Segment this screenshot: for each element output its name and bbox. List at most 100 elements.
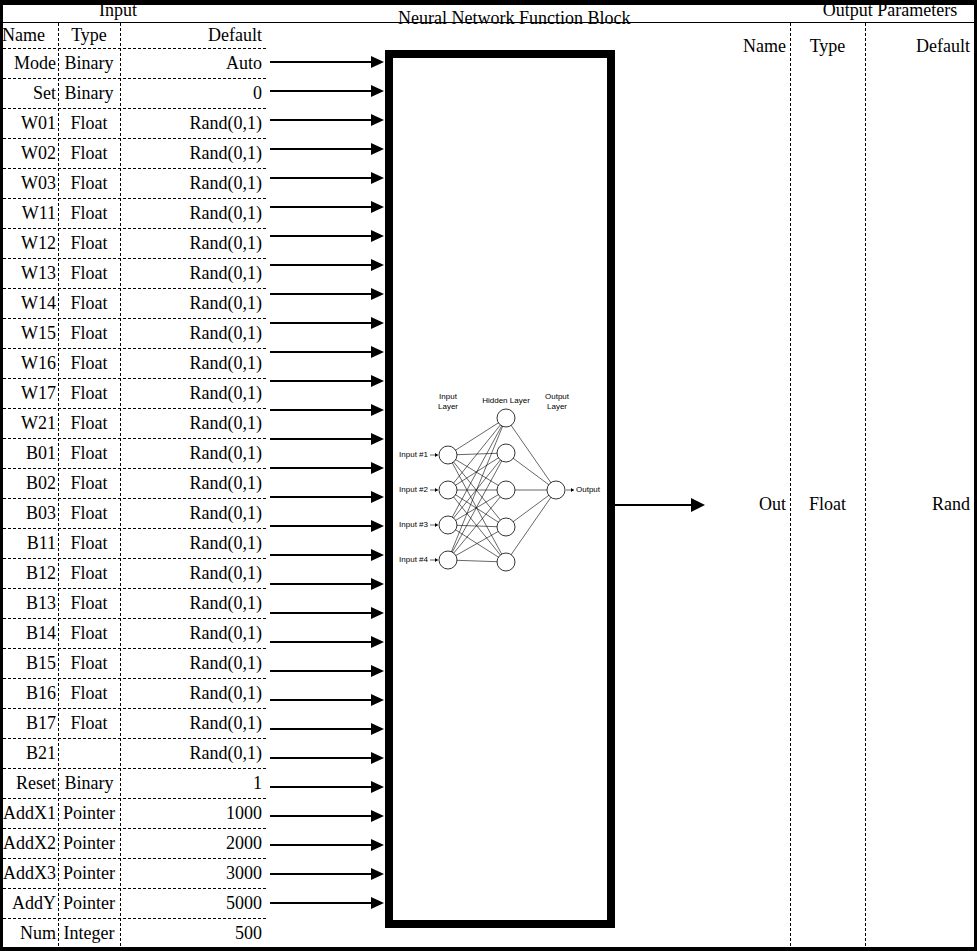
arrowhead	[371, 143, 384, 155]
arrowhead	[371, 839, 384, 851]
table-grid-line	[3, 648, 266, 649]
parameter-default: Rand(0,1)	[120, 473, 262, 494]
parameter-default: Rand(0,1)	[120, 413, 262, 434]
parameter-name: B11	[2, 533, 56, 554]
input-label: Input #2	[394, 485, 428, 495]
input-arrow	[270, 699, 373, 701]
arrowhead	[371, 404, 384, 416]
parameter-type: Float	[58, 623, 120, 644]
parameter-default: 2000	[120, 833, 262, 854]
input-arrow	[270, 119, 373, 121]
parameter-default: 3000	[120, 863, 262, 884]
arrowhead	[371, 636, 384, 648]
neuron	[497, 553, 515, 571]
parameter-default: Rand(0,1)	[120, 593, 262, 614]
arrowhead	[371, 85, 384, 97]
parameter-default: Rand(0,1)	[120, 713, 262, 734]
parameter-name: B12	[2, 563, 56, 584]
parameter-type: Float	[58, 413, 120, 434]
parameter-type: Pointer	[58, 863, 120, 884]
parameter-type: Float	[58, 293, 120, 314]
table-grid-line	[3, 498, 266, 499]
parameter-default: Auto	[120, 53, 262, 74]
input-arrow	[270, 380, 373, 382]
table-grid-line	[3, 678, 266, 679]
table-grid-line	[790, 23, 791, 947]
parameter-default: Rand(0,1)	[120, 293, 262, 314]
parameter-default: 0	[120, 83, 262, 104]
parameter-default: Rand(0,1)	[120, 173, 262, 194]
parameter-name: Set	[2, 83, 56, 104]
nn-connection	[448, 453, 506, 560]
parameter-type: Float	[58, 173, 120, 194]
neural-network-illustration	[430, 409, 574, 571]
input-arrow	[270, 61, 373, 63]
table-grid-line	[3, 528, 266, 529]
parameter-default: Rand(0,1)	[120, 113, 262, 134]
arrowhead	[435, 558, 438, 562]
arrowhead	[371, 549, 384, 561]
table-grid-line	[3, 588, 266, 589]
input-arrow	[270, 873, 373, 875]
arrowhead	[371, 56, 384, 68]
frame-border	[0, 947, 977, 951]
arrowhead	[371, 491, 384, 503]
layer-label: Hidden Layer	[476, 396, 536, 406]
column-heading: Default	[865, 36, 970, 57]
parameter-name: B17	[2, 713, 56, 734]
arrowhead	[371, 201, 384, 213]
parameter-type: Float	[58, 593, 120, 614]
input-label: Input #3	[394, 520, 428, 530]
parameter-type: Float	[58, 143, 120, 164]
arrowhead	[371, 259, 384, 271]
parameter-default: 1	[120, 773, 262, 794]
neuron	[439, 446, 457, 464]
parameter-name: W12	[2, 233, 56, 254]
parameter-default: Rand(0,1)	[120, 653, 262, 674]
parameter-type: Float	[58, 503, 120, 524]
parameter-default: Rand(0,1)	[120, 263, 262, 284]
arrowhead	[371, 781, 384, 793]
column-heading: Type	[790, 36, 865, 57]
parameter-name: W01	[2, 113, 56, 134]
arrowhead	[371, 433, 384, 445]
arrowhead	[371, 288, 384, 300]
arrowhead	[371, 665, 384, 677]
table-grid-line	[3, 78, 266, 79]
table-grid-line	[3, 198, 266, 199]
parameter-default: Rand(0,1)	[120, 503, 262, 524]
parameter-default: 500	[120, 923, 262, 944]
block-title: Neural Network Function Block	[398, 8, 630, 29]
input-label: Input #1	[394, 450, 428, 460]
arrowhead	[371, 868, 384, 880]
parameter-name: B15	[2, 653, 56, 674]
parameter-type: Float	[58, 203, 120, 224]
parameter-name: W03	[2, 173, 56, 194]
arrowhead	[371, 694, 384, 706]
layer-label: Output Layer	[538, 392, 576, 412]
input-arrow	[270, 293, 373, 295]
parameter-name: Num	[2, 923, 56, 944]
column-heading: Default	[120, 25, 262, 46]
parameter-type: Binary	[58, 83, 120, 104]
parameter-type: Float	[58, 383, 120, 404]
parameter-name: W15	[2, 323, 56, 344]
parameter-name: B02	[2, 473, 56, 494]
parameter-default: Rand(0,1)	[120, 353, 262, 374]
parameter-name: Reset	[2, 773, 56, 794]
neuron	[497, 444, 515, 462]
parameter-name: B13	[2, 593, 56, 614]
parameter-name: Mode	[2, 53, 56, 74]
parameter-default: Rand(0,1)	[120, 203, 262, 224]
neuron	[439, 551, 457, 569]
input-arrow	[270, 612, 373, 614]
input-arrow	[270, 177, 373, 179]
parameter-default: Rand(0,1)	[120, 533, 262, 554]
arrowhead	[371, 578, 384, 590]
parameter-name: AddX3	[2, 863, 56, 884]
table-grid-line	[865, 23, 866, 947]
table-grid-line	[3, 318, 266, 319]
input-arrow	[270, 235, 373, 237]
parameter-name: B03	[2, 503, 56, 524]
